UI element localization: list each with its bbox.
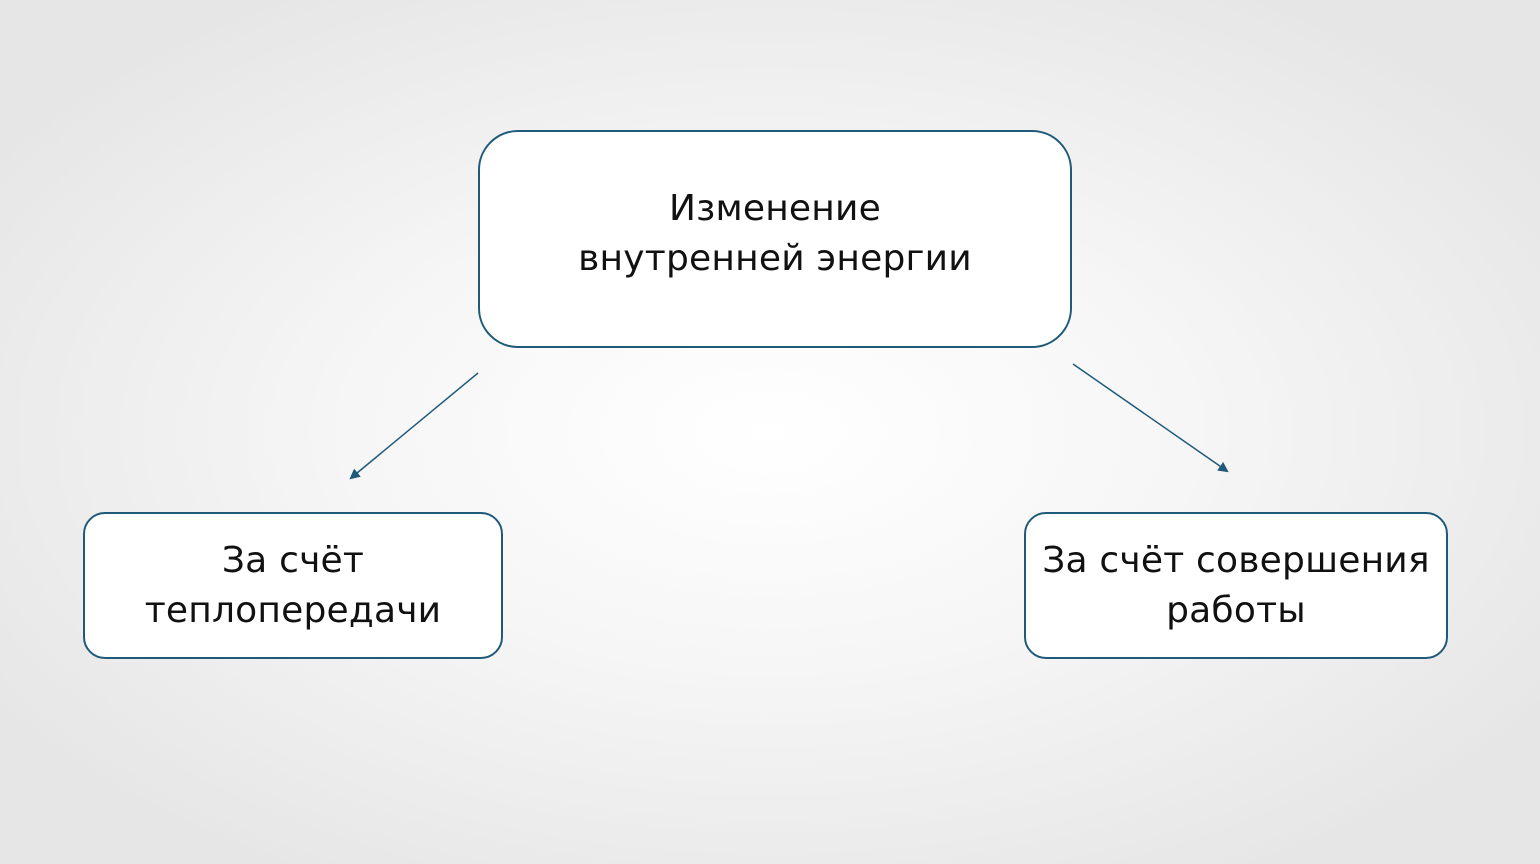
left-child-line2: теплопередачи	[144, 589, 442, 631]
right-child-line1: За счёт совершения	[1042, 539, 1430, 581]
right-child-node: За счёт совершения работы	[1024, 512, 1448, 659]
left-child-node: За счёт теплопередачи	[83, 512, 503, 659]
root-node-line1: Изменение	[669, 188, 881, 229]
arrow-to-left-child	[349, 372, 479, 480]
root-node-line2: внутренней энергии	[578, 238, 972, 279]
right-child-line2: работы	[1166, 589, 1306, 631]
arrow-to-right-child	[1072, 363, 1229, 473]
root-node: Изменение внутренней энергии	[478, 130, 1072, 348]
left-child-line1: За счёт	[221, 539, 365, 581]
